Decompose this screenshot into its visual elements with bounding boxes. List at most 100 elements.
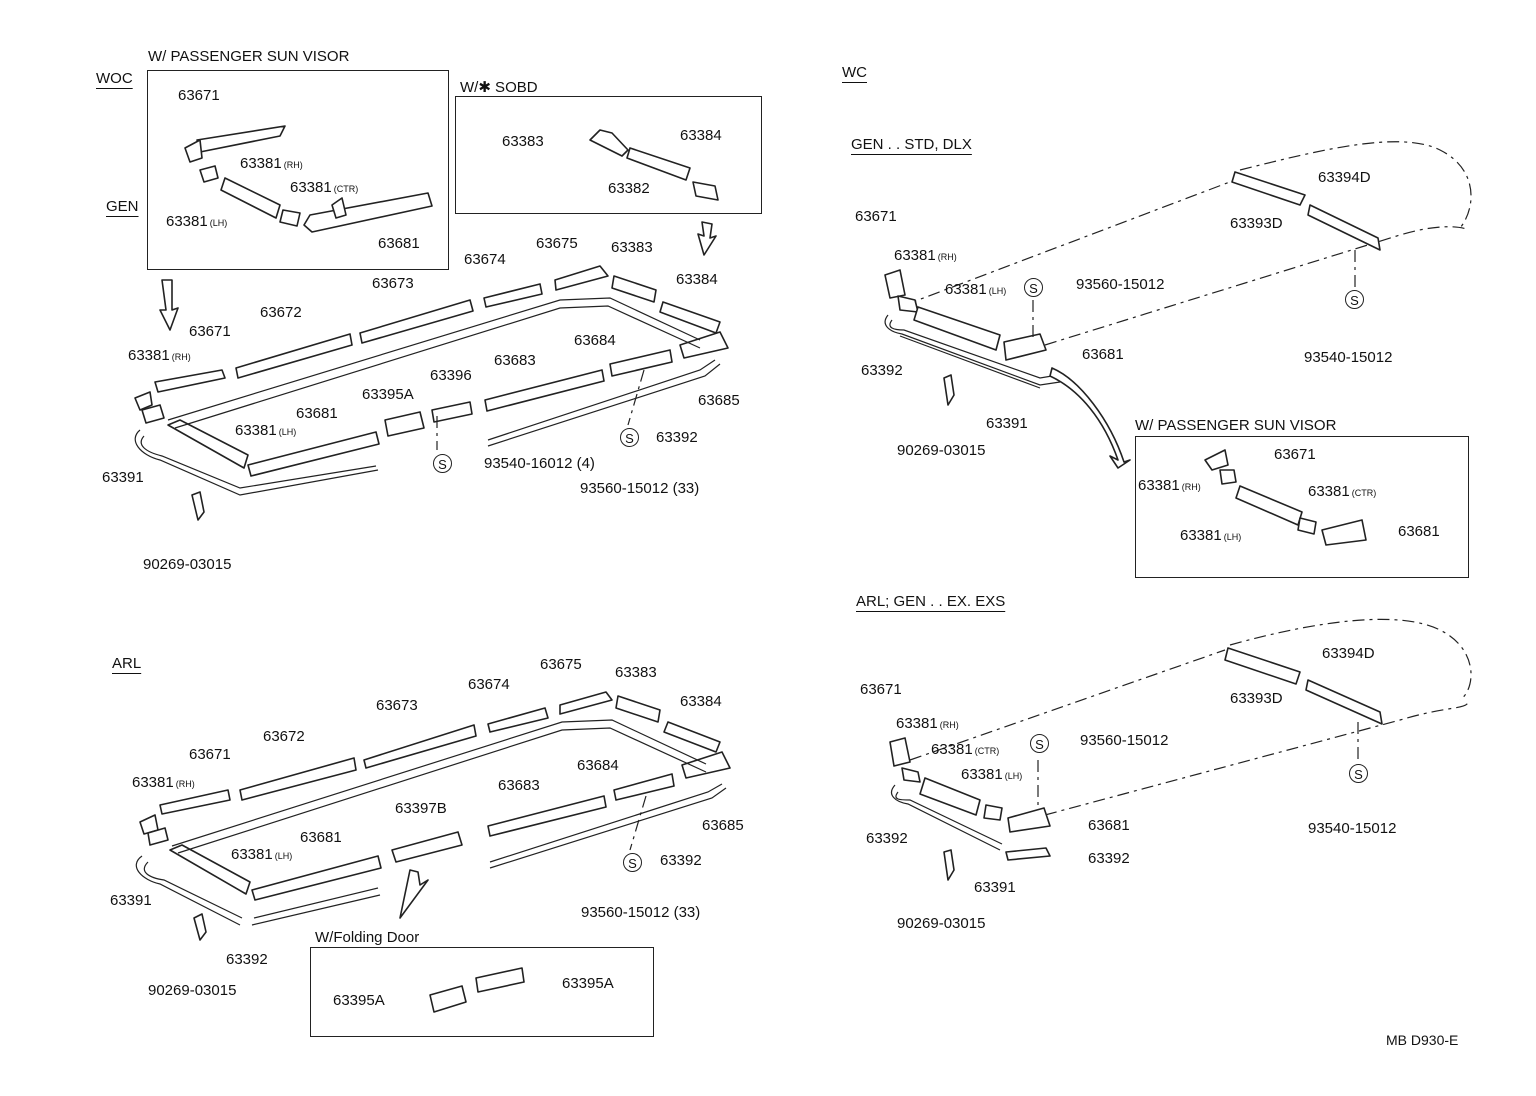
label-63384-arl: 63384: [680, 693, 722, 710]
label-63671-b: 63671: [860, 681, 902, 698]
label-63671-inset: 63671: [178, 87, 220, 104]
label-63381-rh-wc: 63381(RH): [894, 247, 957, 264]
label-63685: 63685: [698, 392, 740, 409]
part-63381-ctr-shape: [220, 177, 281, 219]
label-63392-b2: 63392: [1088, 850, 1130, 867]
label-63381-rh-arl: 63381(RH): [132, 774, 195, 791]
label-63392: 63392: [656, 429, 698, 446]
section-arl: ARL: [112, 655, 142, 672]
label-63395a-fd-right: 63395A: [562, 975, 614, 992]
label-90269-03015-b: 90269-03015: [897, 915, 986, 932]
arrow-down-left: [159, 279, 179, 331]
label-63397b: 63397B: [395, 800, 447, 817]
label-63681-arl: 63681: [300, 829, 342, 846]
label-63381-ctr-b: 63381(CTR): [931, 741, 1000, 758]
inset-title-passenger-sun-visor: W/ PASSENGER SUN VISOR: [148, 48, 350, 65]
inset-box-folding-door: [310, 947, 654, 1037]
label-93540-15012-b: 93540-15012: [1308, 820, 1397, 837]
part-63681-tab-shape: [331, 197, 347, 219]
label-63674-arl: 63674: [468, 676, 510, 693]
arrow-down-right: [697, 221, 717, 256]
part-63396-main: [431, 401, 473, 423]
label-63673: 63673: [372, 275, 414, 292]
label-93540-15012-wc: 93540-15012: [1304, 349, 1393, 366]
part-63681-main: [247, 431, 380, 477]
part-63384-sobd-shape: [692, 181, 719, 201]
label-63395a-fd-left: 63395A: [333, 992, 385, 1009]
part-63683-main: [484, 369, 605, 412]
label-63681-wc-inset: 63681: [1398, 523, 1440, 540]
part-bracket-main: [134, 391, 153, 411]
s-symbol-icon: S: [1345, 290, 1364, 309]
label-63383-arl: 63383: [615, 664, 657, 681]
rail-63391: [134, 429, 379, 496]
label-63384-sobd: 63384: [680, 127, 722, 144]
label-63394d: 63394D: [1318, 169, 1371, 186]
part-63381-lh-shape: [279, 209, 301, 227]
label-63381-lh-inset: 63381(LH): [166, 213, 228, 230]
label-63681-inset: 63681: [378, 235, 420, 252]
label-63381-rh: 63381(RH): [128, 347, 191, 364]
label-63381-ctr-wc-inset: 63381(CTR): [1308, 483, 1377, 500]
label-93560-15012-wc: 93560-15012: [1076, 276, 1165, 293]
label-63381-rh-inset: 63381(RH): [240, 155, 303, 172]
rail-top: [167, 297, 701, 421]
label-63381-lh-b: 63381(LH): [961, 766, 1023, 783]
part-63381-rh-main: [141, 404, 165, 424]
part-63681-inset-shape: [303, 192, 433, 233]
label-63685-arl: 63685: [702, 817, 744, 834]
part-63381-lh-main: [167, 419, 249, 469]
label-63383: 63383: [611, 239, 653, 256]
label-63673-arl: 63673: [376, 697, 418, 714]
label-63392-wc: 63392: [861, 362, 903, 379]
part-63674-main: [483, 283, 543, 308]
part-63671-main: [154, 369, 226, 393]
label-63671-wc: 63671: [855, 208, 897, 225]
inset-box-passenger-sun-visor-wc: [1135, 436, 1469, 578]
part-63382-shape: [626, 147, 691, 181]
s-symbol-icon: S: [620, 428, 639, 447]
label-93560-15012-33-arl: 93560-15012 (33): [581, 904, 701, 921]
label-63391: 63391: [102, 469, 144, 486]
label-63683: 63683: [494, 352, 536, 369]
label-63675: 63675: [536, 235, 578, 252]
label-63671-arl: 63671: [189, 746, 231, 763]
label-63394d-b: 63394D: [1322, 645, 1375, 662]
label-63381-rh-wc-inset: 63381(RH): [1138, 477, 1201, 494]
inset-title-passenger-sun-visor-wc: W/ PASSENGER SUN VISOR: [1135, 417, 1337, 434]
s-symbol-icon: S: [433, 454, 452, 473]
s-symbol-icon: S: [623, 853, 642, 872]
label-63393d-b: 63393D: [1230, 690, 1283, 707]
section-arl-gen-ex-exs: ARL; GEN . . EX. EXS: [856, 593, 1006, 610]
label-63672: 63672: [260, 304, 302, 321]
screw-line-b: [627, 369, 645, 426]
label-93540-16012: 93540-16012 (4): [484, 455, 595, 472]
rail-right-inner: [487, 363, 721, 447]
clip-top-left: [191, 491, 205, 521]
part-63672-main: [235, 333, 353, 379]
label-63672-arl: 63672: [263, 728, 305, 745]
label-63674: 63674: [464, 251, 506, 268]
part-bracket-shape: [184, 139, 203, 163]
part-63384-main: [659, 301, 721, 334]
label-63381-lh: 63381(LH): [235, 422, 297, 439]
part-63395a-main: [384, 411, 425, 437]
label-93560-15012-b: 93560-15012: [1080, 732, 1169, 749]
label-63393d: 63393D: [1230, 215, 1283, 232]
label-93560-15012-33: 93560-15012 (33): [580, 480, 700, 497]
inset-title-sobd: W/✱ SOBD: [460, 79, 538, 96]
part-63383-main: [611, 275, 657, 303]
label-63681-b: 63681: [1088, 817, 1130, 834]
label-63671: 63671: [189, 323, 231, 340]
label-63381-rh-b: 63381(RH): [896, 715, 959, 732]
label-63392-b: 63392: [866, 830, 908, 847]
label-63392-arl-b: 63392: [226, 951, 268, 968]
part-63685-main: [679, 331, 729, 359]
label-63396: 63396: [430, 367, 472, 384]
drawing-code: MB D930-E: [1386, 1032, 1459, 1048]
inset-box-passenger-sun-visor: [147, 70, 449, 270]
label-63382: 63382: [608, 180, 650, 197]
label-63681: 63681: [296, 405, 338, 422]
label-90269-03015-arl: 90269-03015: [148, 982, 237, 999]
